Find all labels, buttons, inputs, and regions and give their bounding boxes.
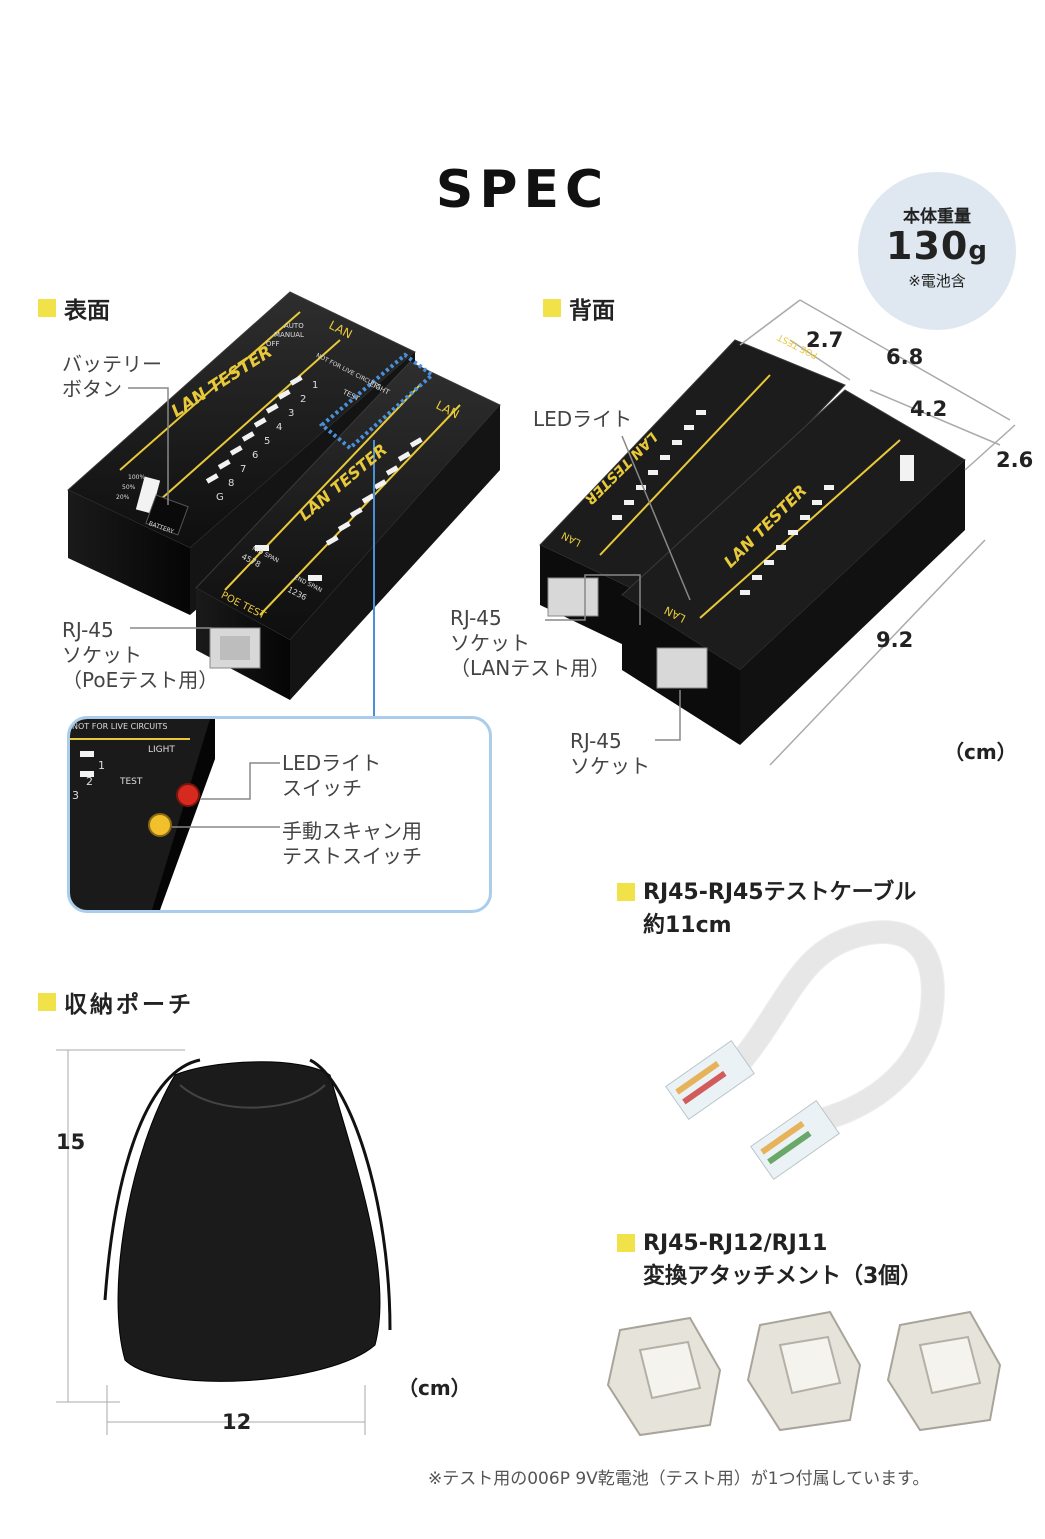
pin-6: 6	[252, 450, 259, 461]
pouch-heading: 収納ポーチ	[38, 985, 194, 1019]
zoom-light: LIGHT	[148, 745, 175, 755]
dim-4-2: 4.2	[910, 397, 948, 421]
pin-1: 1	[312, 380, 319, 391]
pct100-text: 100%	[128, 474, 146, 481]
pin-2: 2	[300, 394, 307, 405]
pin-3: 3	[288, 408, 295, 419]
pct50-text: 50%	[122, 484, 136, 491]
weight-badge: 本体重量 130g ※電池含	[858, 172, 1016, 330]
led-switch-label: LEDライト スイッチ	[282, 751, 382, 800]
weight-note: ※電池含	[908, 272, 966, 290]
led-light-label: LEDライト	[533, 407, 633, 431]
off-text: OFF	[266, 340, 280, 348]
zoom-test: TEST	[120, 777, 143, 787]
rj45-poe-label: RJ-45 ソケット （PoEテスト用）	[62, 618, 219, 692]
rj45-label: RJ-45 ソケット	[570, 729, 650, 778]
page-title: SPEC	[435, 160, 610, 220]
manual-text: MANUAL	[274, 331, 304, 339]
back-unit: （cm）	[944, 740, 1017, 764]
zoom-not-for-live: NOT FOR LIVE CIRCUITS	[72, 722, 168, 731]
front-heading: 表面	[38, 291, 110, 325]
cable-heading: RJ45-RJ45テストケーブル 約11cm	[617, 876, 916, 942]
battery-button-label: バッテリー ボタン	[62, 352, 162, 401]
pin-4: 4	[276, 422, 283, 433]
pouch-dim-height: 15	[56, 1130, 86, 1154]
footnote: ※テスト用の006P 9V乾電池（テスト用）が1つ付属しています。	[428, 1469, 930, 1489]
pin-7: 7	[240, 464, 247, 475]
zoom-illustration	[70, 719, 280, 910]
zoom-pin-1: 1	[98, 759, 105, 772]
zoom-detail-box: NOT FOR LIVE CIRCUITS LIGHT TEST 1 2 3 L…	[67, 716, 492, 913]
dim-6-8: 6.8	[886, 345, 924, 369]
pin-g: G	[216, 492, 224, 503]
zoom-pin-2: 2	[86, 775, 93, 788]
dim-9-2: 9.2	[876, 628, 914, 652]
zoom-pin-3: 3	[72, 789, 79, 802]
pouch-unit: （cm）	[398, 1376, 471, 1400]
auto-text: AUTO	[284, 322, 304, 330]
pin-5: 5	[264, 436, 271, 447]
pin-8: 8	[228, 478, 235, 489]
pouch-dim-width: 12	[222, 1410, 252, 1434]
dim-2-6: 2.6	[996, 448, 1034, 472]
rj45-lan-label: RJ-45 ソケット （LANテスト用）	[450, 606, 611, 680]
weight-value: 130g	[886, 224, 988, 268]
pct20-text: 20%	[116, 494, 130, 501]
manual-scan-label: 手動スキャン用 テストスイッチ	[282, 819, 422, 868]
back-heading: 背面	[543, 291, 615, 325]
weight-label: 本体重量	[903, 207, 971, 227]
dim-2-7: 2.7	[806, 328, 844, 352]
attachment-heading: RJ45-RJ12/RJ11 変換アタッチメント（3個）	[617, 1227, 922, 1293]
